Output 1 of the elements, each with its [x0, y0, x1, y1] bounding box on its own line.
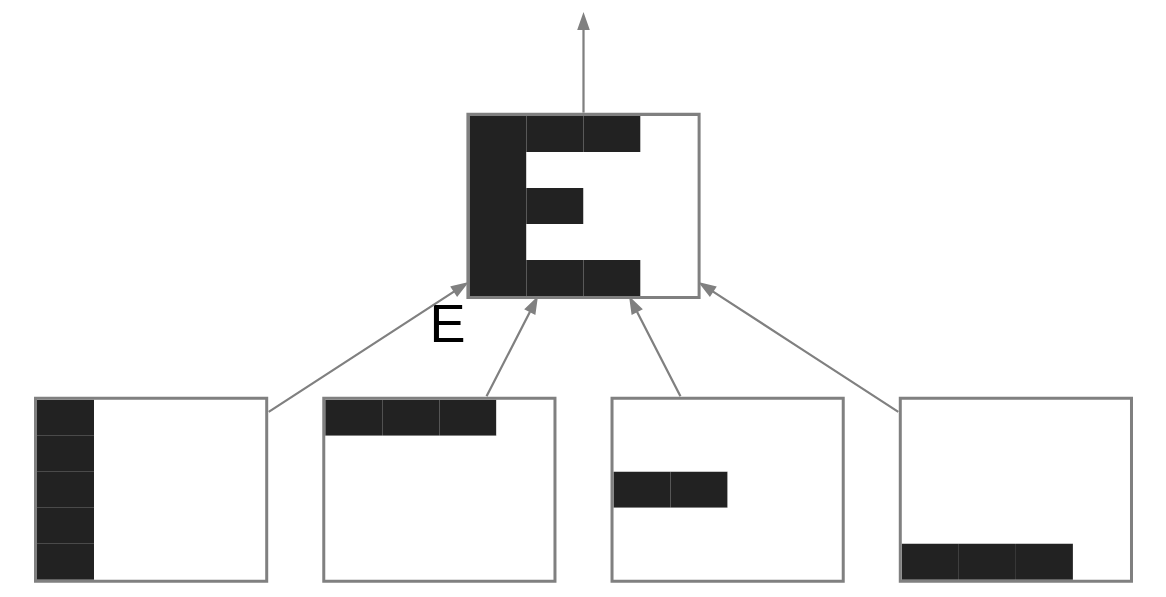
node-label: E	[429, 293, 466, 354]
